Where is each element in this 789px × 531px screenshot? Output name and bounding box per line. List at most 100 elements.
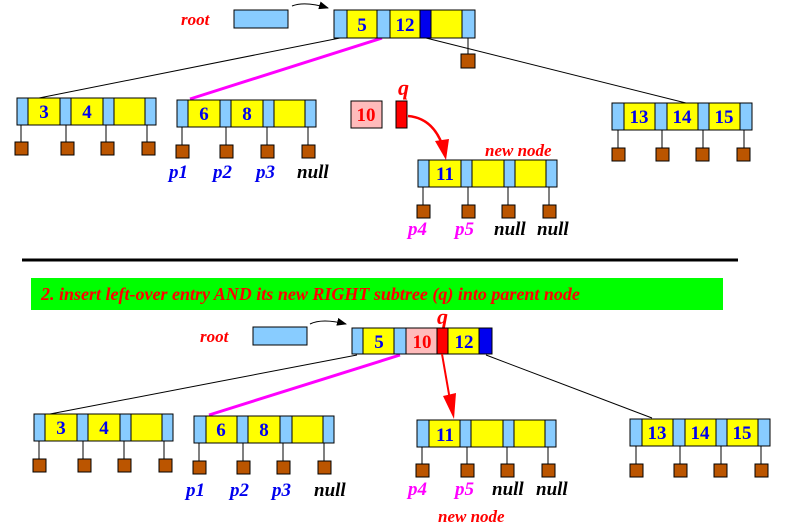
child-box — [317, 460, 332, 475]
root-pointer-box — [233, 9, 289, 29]
root-label: root — [181, 10, 211, 29]
q-arrowhead — [443, 393, 456, 419]
root-arrow — [309, 317, 347, 326]
bottom-section: root q 5 10 12 3 4 — [32, 304, 771, 526]
child-label: p5 — [453, 219, 475, 240]
child-label: null — [297, 162, 329, 183]
child-box — [500, 463, 515, 478]
child-box — [736, 147, 751, 162]
child-label: p4 — [406, 219, 427, 240]
bottom-new-node: 11 p4 p5 null null — [406, 419, 568, 500]
root-label: root — [200, 327, 230, 346]
key: 5 — [374, 332, 384, 353]
child-box — [236, 460, 251, 475]
top-mid-leaf: 6 8 p1 p2 p3 null — [167, 99, 329, 183]
key: 6 — [216, 420, 226, 441]
new-node-label: new node — [485, 141, 552, 160]
key: 4 — [82, 102, 92, 123]
child-box — [301, 144, 316, 159]
child-box — [501, 204, 516, 219]
bottom-root-node: 5 10 12 — [351, 327, 493, 355]
q-label: q — [437, 304, 448, 329]
key: 13 — [630, 107, 649, 128]
child-box — [141, 141, 156, 156]
top-root-node: 5 12 — [333, 9, 476, 39]
key: 13 — [648, 423, 667, 444]
child-box — [655, 147, 670, 162]
leftover-entry-box — [350, 100, 383, 129]
key: 12 — [396, 15, 415, 36]
child-box — [219, 144, 234, 159]
root-arrow — [291, 1, 329, 10]
key: 8 — [242, 104, 252, 125]
q-arrow — [407, 114, 444, 145]
edge-root-right — [425, 37, 691, 105]
child-label: p5 — [453, 479, 475, 500]
child-box — [611, 147, 626, 162]
key: 8 — [259, 420, 269, 441]
key: 6 — [199, 104, 209, 125]
edge-root-mid — [208, 353, 401, 417]
key: 3 — [39, 102, 49, 123]
child-box — [77, 458, 92, 473]
child-label: p1 — [184, 480, 205, 501]
key: 3 — [56, 418, 66, 439]
root-pointer-box — [252, 326, 308, 346]
child-box — [416, 204, 431, 219]
child-box — [276, 460, 291, 475]
key: 15 — [715, 107, 734, 128]
edge-root-right — [485, 354, 653, 419]
child-label: p2 — [228, 480, 250, 501]
bottom-mid-leaf: 6 8 p1 p2 p3 null — [184, 415, 346, 501]
key: 11 — [436, 425, 454, 446]
child-box — [117, 458, 132, 473]
child-box — [629, 463, 644, 478]
q-edge — [441, 353, 451, 401]
top-right-leaf: 13 14 15 — [611, 102, 753, 162]
leftover-entry: 10 — [357, 105, 376, 126]
edge-root-left — [49, 354, 358, 415]
child-label: null — [536, 479, 568, 500]
child-box — [461, 204, 476, 219]
top-left-leaf: 3 4 — [14, 97, 157, 156]
child-box — [192, 460, 207, 475]
top-new-node: 11 p4 p5 null null — [406, 159, 569, 240]
child-box — [100, 141, 115, 156]
key: 4 — [99, 418, 109, 439]
bottom-right-leaf: 13 14 15 — [629, 418, 771, 478]
key: 12 — [455, 332, 474, 353]
child-label: null — [537, 219, 569, 240]
child-box — [754, 463, 769, 478]
step-banner — [31, 278, 723, 310]
q-pointer — [395, 100, 408, 129]
child-box — [695, 147, 710, 162]
child-label: null — [492, 479, 524, 500]
key: 15 — [733, 423, 752, 444]
q-label: q — [398, 75, 409, 100]
bottom-left-leaf: 3 4 — [32, 413, 174, 473]
child-label: p1 — [167, 162, 188, 183]
child-label: p3 — [270, 480, 291, 501]
new-node-label: new node — [438, 507, 505, 526]
step-banner-text: 2. insert left-over entry AND its new RI… — [40, 284, 580, 305]
edge-root-left — [33, 37, 341, 100]
child-label: null — [314, 480, 346, 501]
child-box — [158, 458, 173, 473]
top-section: root 5 12 3 4 — [14, 1, 753, 240]
key: 5 — [357, 15, 367, 36]
key: 10 — [413, 332, 432, 353]
key: 14 — [673, 107, 693, 128]
child-label: null — [494, 219, 526, 240]
key: 11 — [436, 164, 454, 185]
child-box — [542, 204, 557, 219]
edge-root-mid — [189, 36, 383, 101]
child-box — [175, 144, 190, 159]
child-label: p4 — [406, 479, 427, 500]
child-box — [460, 53, 476, 69]
child-box — [673, 463, 688, 478]
child-label: p2 — [211, 162, 233, 183]
child-box — [60, 141, 75, 156]
q-arrowhead — [435, 139, 449, 160]
child-box — [713, 463, 728, 478]
